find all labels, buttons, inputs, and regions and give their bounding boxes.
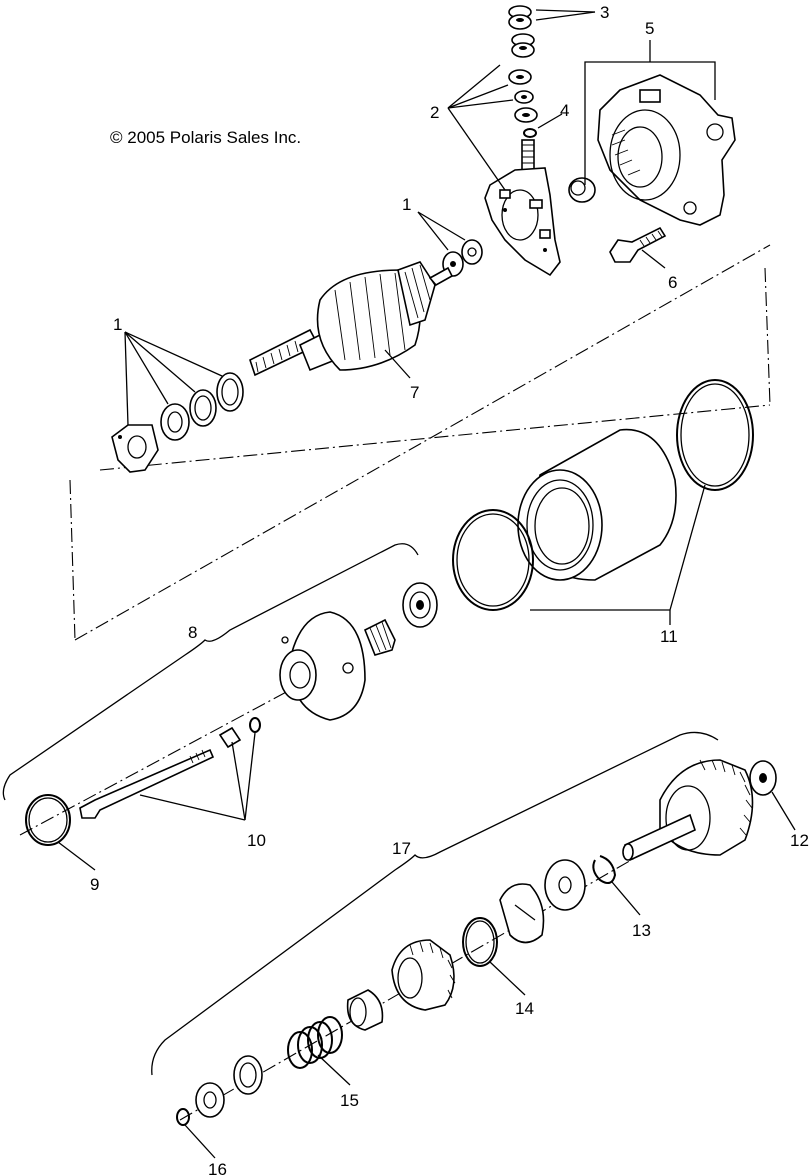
callout-4: 4 <box>560 101 569 120</box>
part-6-bolt <box>609 226 667 263</box>
part-11-field-housing <box>452 379 754 611</box>
part-17-drive-pinion <box>391 939 456 1011</box>
part-1-thrust-washers-lower <box>111 372 244 473</box>
callout-1-lower: 1 <box>113 315 122 334</box>
part-14-snap-ring <box>462 917 498 967</box>
leader-lines <box>57 9 796 1159</box>
callout-labels: 3 2 4 5 6 1 1 7 8 11 10 9 17 12 13 14 15… <box>90 3 809 1176</box>
callout-6: 6 <box>668 273 677 292</box>
axis-lines <box>19 244 771 1121</box>
callout-12: 12 <box>790 831 809 850</box>
callout-10: 10 <box>247 831 266 850</box>
part-3-nut-washer-stack <box>508 5 538 123</box>
callout-1-upper: 1 <box>402 195 411 214</box>
callout-13: 13 <box>632 921 651 940</box>
copyright-notice: © 2005 Polaris Sales Inc. <box>110 128 301 147</box>
part-7-armature <box>249 261 454 377</box>
callout-17: 17 <box>392 839 411 858</box>
callout-7: 7 <box>410 383 419 402</box>
part-15-spring-and-sleeve <box>233 989 384 1095</box>
part-10-through-bolt <box>79 717 261 819</box>
part-17-pinion-shaft-gear <box>622 759 754 862</box>
callout-9: 9 <box>90 875 99 894</box>
part-12-washer <box>749 760 777 796</box>
part-8-drive-end-assembly <box>279 582 438 721</box>
callout-15: 15 <box>340 1091 359 1110</box>
callout-2: 2 <box>430 103 439 122</box>
callout-11: 11 <box>660 627 678 646</box>
part-13-c-clip <box>592 855 617 885</box>
part-2-brush-plate <box>484 139 561 277</box>
callout-8: 8 <box>188 623 197 642</box>
part-4-o-ring <box>523 128 537 138</box>
part-9-snap-ring <box>25 794 71 846</box>
callout-5: 5 <box>645 19 654 38</box>
part-16-retainer <box>176 1082 225 1126</box>
group-bracket-8 <box>2 543 419 801</box>
callout-3: 3 <box>600 3 609 22</box>
group-bracket-17 <box>151 731 719 1076</box>
part-5-bushing <box>568 177 596 203</box>
callout-16: 16 <box>208 1160 227 1176</box>
part-5-end-cover <box>597 74 736 226</box>
part-17-thrust-washers <box>499 859 586 944</box>
callout-14: 14 <box>515 999 534 1018</box>
